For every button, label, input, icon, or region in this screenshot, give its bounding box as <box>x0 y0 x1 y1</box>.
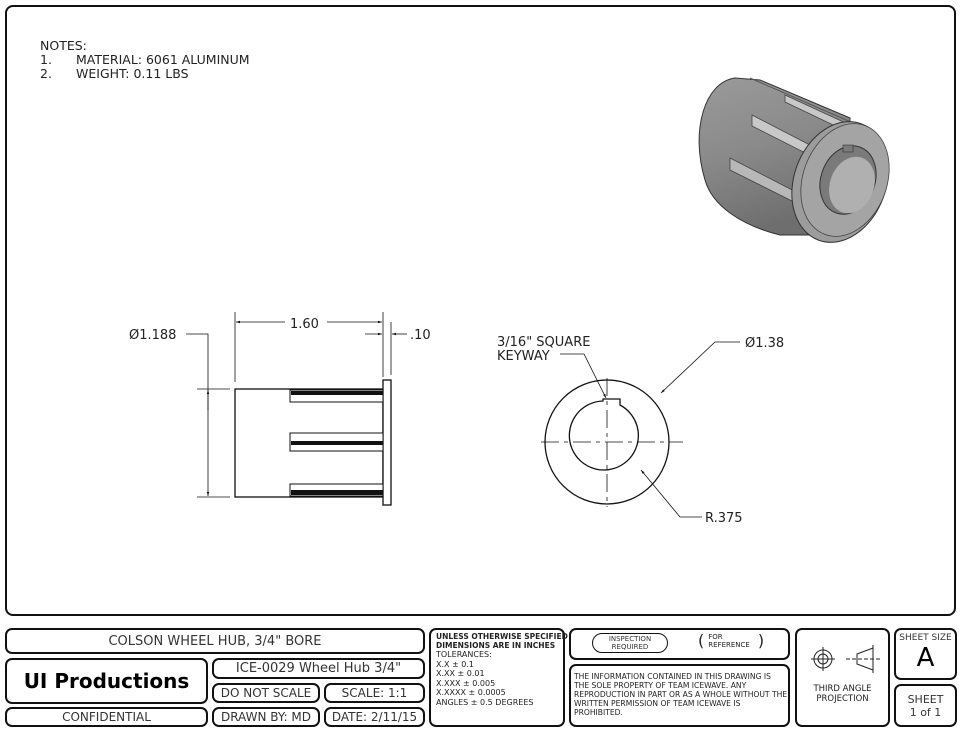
sheet-box: SHEET 1 of 1 <box>894 684 957 727</box>
do-not-scale: DO NOT SCALE <box>212 683 320 703</box>
proprietary-notice: THE INFORMATION CONTAINED IN THIS DRAWIN… <box>574 672 788 717</box>
projection-box <box>795 628 890 727</box>
sheet-size-label: SHEET SIZE <box>899 633 952 643</box>
tolerance-item: X.XX ± 0.01 <box>436 669 485 678</box>
tolerance-item: X.X ± 0.1 <box>436 659 475 669</box>
drawing-border <box>5 5 956 616</box>
third-angle-projection-icon <box>811 645 880 673</box>
note-item: 2.WEIGHT: 0.11 LBS <box>40 66 189 81</box>
length-dimension: 1.60 <box>290 317 319 332</box>
side-view <box>186 312 407 506</box>
part-number: ICE-0029 Wheel Hub 3/4" <box>212 658 425 679</box>
inspection-box <box>569 628 790 660</box>
scale: SCALE: 1:1 <box>324 683 425 703</box>
sheet-number: 1 of 1 <box>909 705 942 719</box>
part-title: COLSON WHEEL HUB, 3/4" BORE <box>5 628 425 654</box>
drawn-by: DRAWN BY: MD <box>212 707 320 727</box>
outer-diameter-dimension: Ø1.38 <box>745 336 784 351</box>
hub-flange <box>382 379 392 506</box>
sheet-size-box: SHEET SIZE A <box>894 628 957 680</box>
sheet-size: A <box>916 643 935 673</box>
keyway-label: KEYWAY <box>497 349 550 364</box>
tolerance-block: UNLESS OTHERWISE SPECIFIED DIMENSIONS AR… <box>436 632 568 707</box>
flange-dimension: .10 <box>410 328 431 343</box>
tolerance-box <box>429 628 565 727</box>
notes: NOTES: 1.MATERIAL: 6061 ALUMINUM 2.WEIGH… <box>40 39 250 81</box>
tolerance-item: ANGLES ± 0.5 DEGREES <box>436 697 534 707</box>
note-item: 1.MATERIAL: 6061 ALUMINUM <box>40 52 250 67</box>
front-view <box>541 341 740 518</box>
slot <box>289 432 384 452</box>
tolerance-item: X.XXX ± 0.005 <box>436 678 496 688</box>
keyway-label: 3/16" SQUARE <box>497 335 590 350</box>
bore-with-keyway <box>568 398 639 471</box>
company-name: UI Productions <box>5 658 208 704</box>
slot <box>289 389 384 403</box>
isometric-view <box>698 77 890 243</box>
sheet-label: SHEET <box>907 692 944 706</box>
tolerance-item: X.XXXX ± 0.0005 <box>436 688 506 697</box>
date: DATE: 2/11/15 <box>324 707 425 727</box>
bore-radius-dimension: R.375 <box>705 511 743 526</box>
notes-header: NOTES: <box>40 38 87 53</box>
notice-box <box>569 664 790 727</box>
slot <box>289 483 384 497</box>
confidential-label: CONFIDENTIAL <box>5 707 208 727</box>
diameter-dimension: Ø1.188 <box>129 328 176 343</box>
